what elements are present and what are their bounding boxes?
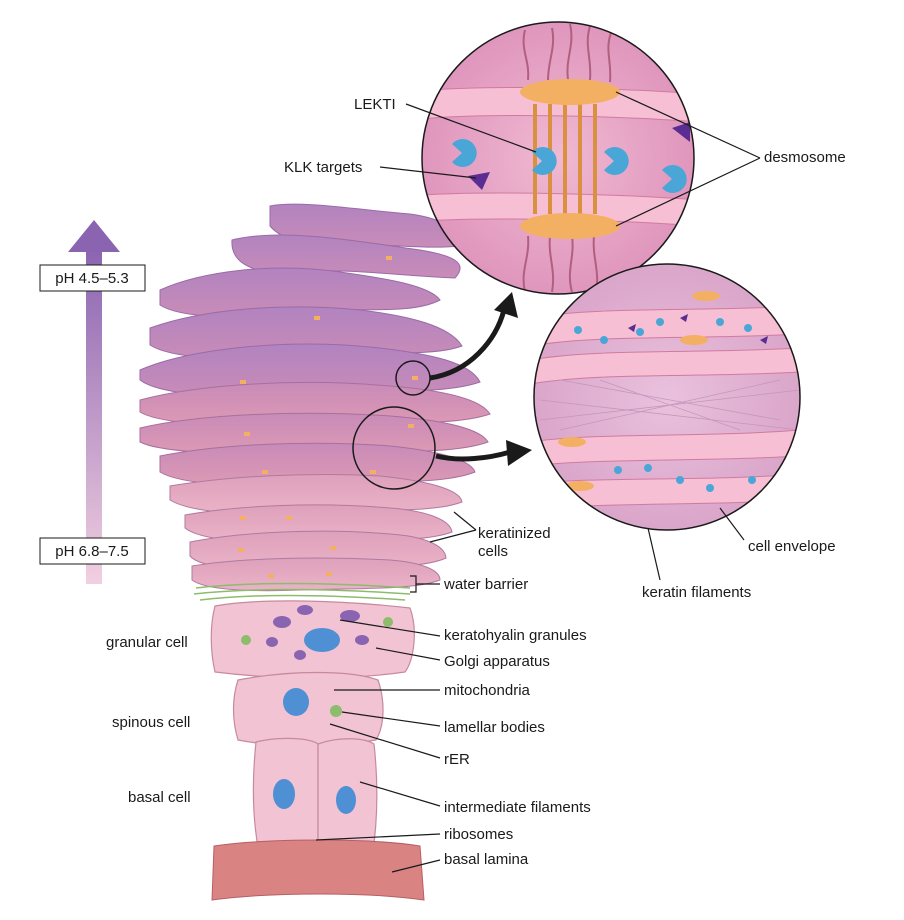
label-spinous-cell: spinous cell [112,714,190,731]
label-desmosome: desmosome [764,149,846,166]
basal-lamina-shape [211,839,425,901]
corneodesmosomes [238,256,418,578]
label-keratohyalin-granules: keratohyalin granules [444,627,587,644]
zoom-desmosome-circle [421,21,695,295]
label-water-barrier: water barrier [443,576,528,593]
zoom-arrows [429,292,532,466]
zoom-envelope-circle [533,263,801,531]
label-klk-targets: KLK targets [284,159,362,176]
water-barrier-lipids [193,582,411,601]
ph-gradient-arrow [68,220,120,584]
keratohyalin-granule-shapes [266,605,369,660]
nucleus [283,688,309,716]
ph-top-label: pH 4.5–5.3 [55,270,128,287]
ph-bottom-label: pH 6.8–7.5 [55,543,128,560]
label-lekti: LEKTI [354,96,396,113]
granular-cell-layer [210,600,415,679]
label-basal-cell: basal cell [128,789,191,806]
spinous-cell-layer [232,671,384,747]
label-rer: rER [444,751,470,768]
basal-cell-layer [252,737,378,862]
label-keratin-filaments: keratin filaments [642,584,751,601]
label-cell-envelope: cell envelope [748,538,836,555]
nucleus [336,786,356,814]
label-mitochondria: mitochondria [444,682,531,699]
label-basal-lamina: basal lamina [444,851,529,868]
nucleus [273,779,295,809]
label-ribosomes: ribosomes [444,826,513,843]
label-granular-cell: granular cell [106,634,188,651]
stratum-corneum [139,203,491,592]
nucleus [304,628,340,652]
klk-target-shapes [468,122,690,190]
lekti-molecules [452,139,687,193]
label-intermediate-filaments: intermediate filaments [444,799,591,816]
label-keratinized-line2: cells [478,543,508,560]
label-lamellar-bodies: lamellar bodies [444,719,545,736]
ph-bottom-box: pH 6.8–7.5 [39,537,146,565]
ph-top-box: pH 4.5–5.3 [39,264,146,292]
label-keratinized-line1: keratinized [478,525,551,542]
label-golgi-apparatus: Golgi apparatus [444,653,550,670]
magnifier-large [352,406,436,490]
